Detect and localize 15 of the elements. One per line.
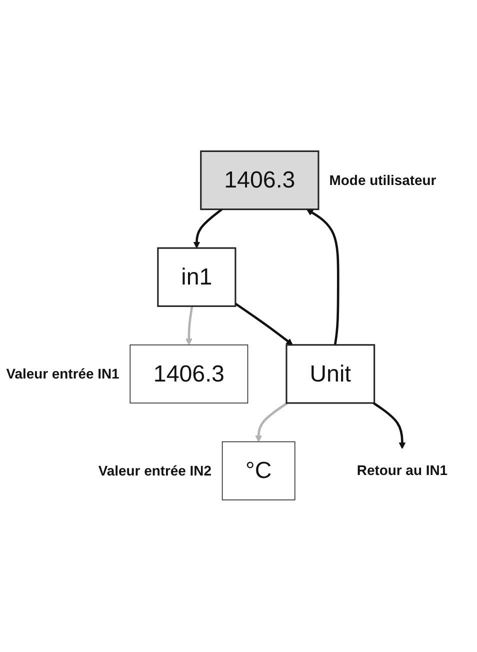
node-box: °C <box>222 442 296 501</box>
node-box: in1 <box>157 248 236 308</box>
node-box: Unit <box>286 344 376 404</box>
caption-text: Valeur entrée IN1 <box>6 366 120 382</box>
node-box: 1406.3 <box>200 150 320 211</box>
arrow <box>306 209 340 346</box>
arrow <box>186 306 194 346</box>
arrow <box>255 402 288 443</box>
arrow <box>234 303 293 346</box>
node-text: Retour au IN1 <box>356 463 448 479</box>
caption-text: Mode utilisateur <box>329 172 436 188</box>
node-box: 1406.3 <box>130 344 248 404</box>
arrow <box>193 208 223 249</box>
caption-text: Valeur entrée IN2 <box>98 462 212 479</box>
arrow <box>372 402 406 450</box>
